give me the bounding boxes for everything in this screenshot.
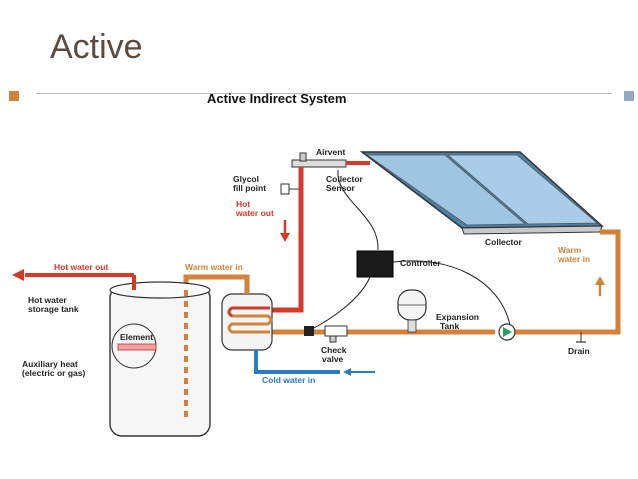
expansion-tank <box>397 289 427 333</box>
drain <box>576 332 586 343</box>
warm-up-arrowhead-icon <box>595 276 605 285</box>
label-collector: Collector <box>485 237 523 247</box>
title-divider <box>36 93 612 94</box>
accent-square-left <box>9 91 19 101</box>
label-check-1: Check <box>321 345 347 355</box>
cold-water-arrowhead-icon <box>343 368 351 376</box>
label-aux-2: (electric or gas) <box>22 368 85 378</box>
label-drain: Drain <box>568 346 590 356</box>
label-collector-sensor-1: Collector <box>326 174 364 184</box>
label-check-2: valve <box>322 354 344 364</box>
label-aux-1: Auxiliary heat <box>22 359 78 369</box>
label-hot-water-out: Hot water out <box>54 262 108 272</box>
label-storage-1: Hot water <box>28 295 67 305</box>
check-valve <box>304 325 348 343</box>
label-collector-sensor-2: Sensor <box>326 183 356 193</box>
heating-element <box>111 323 157 369</box>
label-warm-water-in: Warm water in <box>185 262 243 272</box>
solar-collector <box>359 151 604 235</box>
pump-arrow-icon <box>503 327 512 337</box>
label-controller: Controller <box>400 258 441 268</box>
heat-exchanger-tank <box>221 293 273 351</box>
hot-water-out-arrowhead-icon <box>12 269 24 281</box>
airvent-fitting <box>291 152 370 168</box>
hot-down-arrowhead-icon <box>280 233 290 242</box>
slide-title: Active <box>50 28 143 66</box>
label-glycol-1: Glycol <box>233 174 259 184</box>
label-element: Element <box>120 332 153 342</box>
label-hot-1: Hot <box>236 199 250 209</box>
label-warm-1: Warm <box>558 245 582 255</box>
collector-sensor-wire <box>337 169 379 251</box>
controller-wire-pump <box>392 260 511 326</box>
controller-wire-tank <box>309 276 371 331</box>
label-hot-2: water out <box>235 208 274 218</box>
label-warm-2: water in <box>557 254 590 264</box>
hot-supply-pipe <box>270 167 304 313</box>
accent-square-right <box>624 91 634 101</box>
label-cold-water-in: Cold water in <box>262 375 315 385</box>
glycol-fill-point <box>280 183 300 195</box>
collector-return-pipe <box>505 229 621 335</box>
label-expansion-2: Tank <box>440 321 459 331</box>
diagram-title: Active Indirect System <box>207 91 346 106</box>
cold-water-pipe <box>254 350 340 374</box>
label-airvent: Airvent <box>316 147 345 157</box>
controller-box <box>356 250 394 278</box>
label-storage-2: storage tank <box>28 304 79 314</box>
label-expansion-1: Expansion <box>436 312 479 322</box>
label-glycol-2: fill point <box>233 183 266 193</box>
storage-tank <box>109 275 211 437</box>
